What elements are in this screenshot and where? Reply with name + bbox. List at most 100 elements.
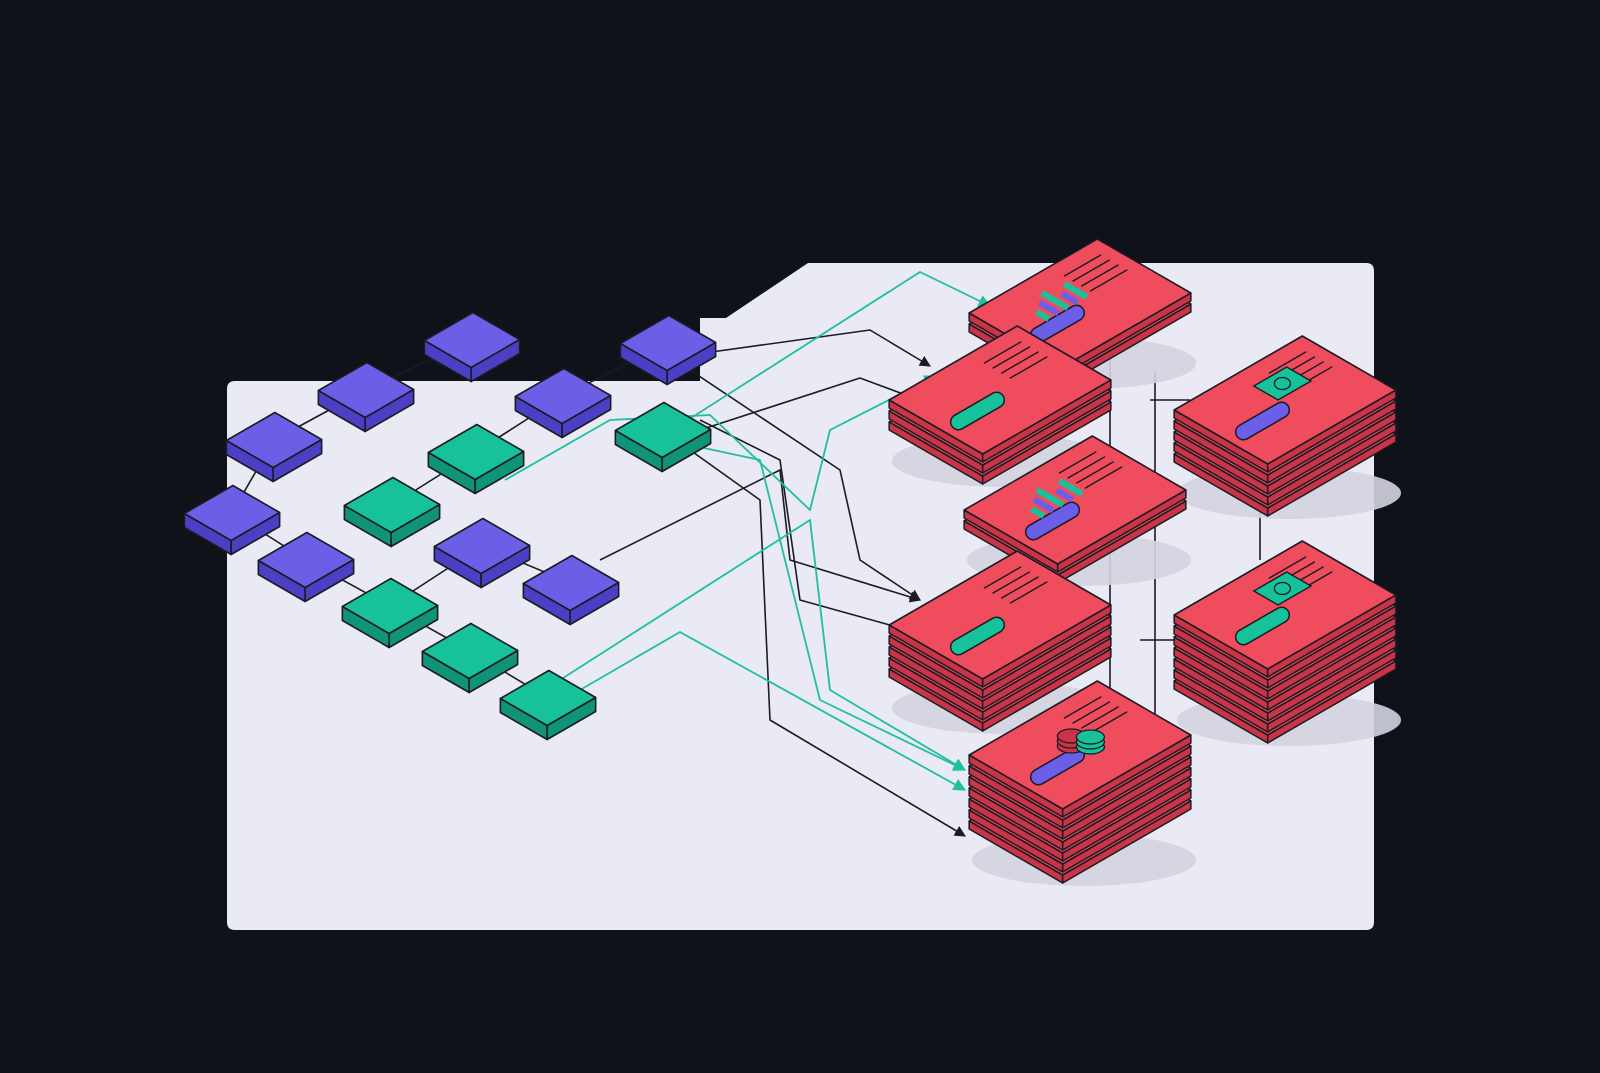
connector-black: [689, 329, 931, 367]
banknote-icon: [1252, 366, 1313, 401]
status-pill: [1236, 608, 1289, 644]
card-top: [968, 680, 1192, 818]
blue-node: [225, 411, 323, 483]
card-top: [888, 550, 1112, 688]
text-line: [1268, 351, 1307, 374]
node-top: [499, 669, 597, 727]
bar: [1060, 290, 1079, 306]
green-node: [421, 622, 519, 694]
text-line: [1089, 711, 1128, 734]
blue-node: [183, 484, 281, 556]
text-line: [983, 566, 1022, 589]
node-top: [522, 554, 620, 612]
banknote-seal: [1273, 581, 1292, 596]
text-line: [1009, 356, 1048, 379]
card-face: [1173, 540, 1397, 670]
bar: [1055, 487, 1074, 503]
node-top: [614, 401, 712, 459]
text-line: [1268, 556, 1307, 579]
bar: [1037, 299, 1060, 317]
status-pill: [951, 618, 1004, 654]
node-top: [257, 531, 355, 589]
text-line: [1084, 466, 1123, 489]
blue-node: [514, 367, 612, 439]
node-top: [427, 423, 525, 481]
card-face: [888, 325, 1112, 455]
card-face: [963, 435, 1187, 565]
banknote-body: [1252, 366, 1313, 401]
coins-icon: [1056, 728, 1106, 755]
green-node: [614, 401, 712, 473]
node-top: [433, 517, 531, 575]
card-top: [963, 435, 1187, 573]
bar: [1035, 487, 1065, 508]
payment-card-stack: [1173, 540, 1401, 746]
bar-chart-icon: [1030, 478, 1084, 519]
banknote-body: [1252, 571, 1313, 606]
text-line: [983, 341, 1022, 364]
connector-teal: [679, 271, 992, 426]
text-line: [1081, 706, 1119, 729]
text-line: [1001, 576, 1039, 599]
text-line: [1089, 269, 1128, 292]
connector-black: [599, 469, 922, 603]
banknote-seal: [1273, 376, 1292, 391]
green-node: [343, 476, 441, 548]
bar: [1032, 496, 1055, 514]
blue-node: [423, 311, 521, 383]
text-line: [1058, 451, 1097, 474]
status-pill: [1026, 503, 1079, 539]
node-top: [619, 314, 717, 372]
connector-teal: [689, 444, 967, 771]
text-line: [1076, 461, 1114, 484]
status-pill: [1236, 403, 1289, 439]
banknote-icon: [1252, 571, 1313, 606]
bar: [1062, 281, 1089, 300]
status-pill: [951, 393, 1004, 429]
blue-node: [522, 554, 620, 626]
node-top: [514, 367, 612, 425]
text-line: [1081, 264, 1119, 287]
bar: [1057, 478, 1084, 497]
bar-chart-icon: [1035, 281, 1089, 322]
coins-card-stack: [968, 680, 1196, 886]
coin: [1075, 729, 1106, 745]
text-line: [992, 346, 1031, 369]
card-face: [1173, 335, 1397, 465]
connector-black: [689, 369, 921, 601]
text-line: [1067, 456, 1106, 479]
node-top: [343, 476, 441, 534]
status-pill: [1031, 306, 1084, 342]
bar: [1040, 290, 1070, 311]
blue-node: [257, 531, 355, 603]
green-node: [341, 577, 439, 649]
connector-teal: [559, 519, 967, 771]
node-top: [341, 577, 439, 635]
connector-teal: [579, 631, 967, 791]
payment-card-stack: [1173, 335, 1401, 519]
node-top: [423, 311, 521, 369]
text-line: [1072, 701, 1111, 724]
card-top: [1173, 335, 1397, 473]
node-top: [225, 411, 323, 469]
node-top: [421, 622, 519, 680]
bar: [1035, 309, 1051, 322]
text-line: [1001, 351, 1039, 374]
blue-node: [317, 361, 415, 433]
green-node: [427, 423, 525, 495]
text-line: [1063, 696, 1102, 719]
card-face: [888, 550, 1112, 680]
connector-black: [689, 449, 966, 837]
blue-node: [619, 314, 717, 386]
blue-node: [433, 517, 531, 589]
text-line: [992, 571, 1031, 594]
card-top: [888, 325, 1112, 463]
summary-card-stack: [888, 325, 1116, 487]
green-node: [499, 669, 597, 741]
node-top: [183, 484, 281, 542]
connector-black: [699, 419, 917, 635]
bar: [1030, 506, 1046, 519]
node-top: [317, 361, 415, 419]
